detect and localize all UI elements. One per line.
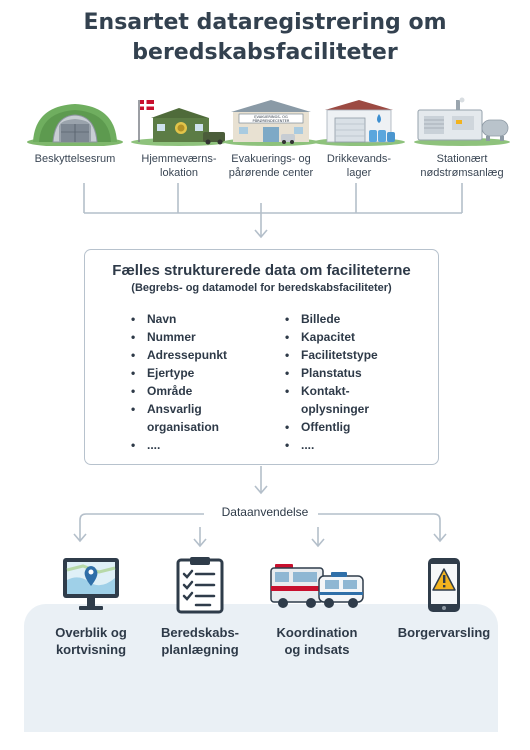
facility-label: Hjemmeværns- lokation (141, 153, 217, 179)
data-box-title: Fælles strukturerede data om faciliteter… (112, 262, 411, 279)
bunker-icon (27, 104, 123, 146)
data-field: Facilitetstype (285, 346, 378, 364)
usage-item-label: Borgervarsling (397, 625, 491, 640)
data-field: Kontakt- oplysninger (285, 382, 378, 418)
data-box-subtitle: (Begrebs- og datamodel for beredskabsfac… (131, 282, 392, 294)
usage-label: Dataanvendelse (221, 505, 309, 519)
usage-panel (24, 604, 498, 732)
facility-beskyttelsesrum: Beskyttelsesrum (24, 96, 126, 166)
data-field: Område (131, 382, 227, 400)
data-field: Navn (131, 310, 227, 328)
generator-icon (414, 97, 510, 146)
emergency-vehicles-icon (270, 564, 364, 608)
center-sign-line-2: PÅRØRENDECENTER (253, 118, 290, 123)
checklist-clipboard-icon (176, 557, 224, 614)
data-field: Ansvarlig organisation (131, 400, 227, 436)
home-guard-building-icon (131, 100, 227, 146)
usage-item-label: Overblik og kortvisning (55, 625, 127, 657)
data-field: Offentlig (285, 418, 378, 436)
data-field: Ejertype (131, 364, 227, 382)
data-field: Nummer (131, 328, 227, 346)
data-field: .... (285, 436, 378, 454)
facility-label: Drikkevands- lager (326, 153, 392, 179)
evacuation-center-icon: EVAKUERINGS- OG PÅRØRENDECENTER (223, 100, 319, 146)
facility-evakueringscenter: EVAKUERINGS- OG PÅRØRENDECENTER Evakueri… (215, 96, 327, 180)
data-field: Kapacitet (285, 328, 378, 346)
facility-label: Stationært nødstrømsanlæg (420, 153, 504, 179)
facility-hjemmevaernslokation: Hjemmeværns- lokation (128, 96, 230, 180)
map-monitor-icon (63, 558, 119, 610)
title-line-1: Ensartet dataregistrering om (83, 10, 447, 35)
usage-koordination: Koordination og indsats (258, 556, 376, 658)
data-field: Billede (285, 310, 378, 328)
title-line-2: beredskabsfaciliteter (132, 40, 398, 65)
data-field: Adressepunkt (131, 346, 227, 364)
water-storage-icon (313, 100, 405, 146)
data-fields-right: Billede Kapacitet Facilitetstype Plansta… (285, 310, 378, 454)
phone-warning-icon (428, 558, 460, 612)
facility-noedstroemsanlaeg: Stationært nødstrømsanlæg (411, 96, 513, 180)
usage-borgervarsling: Borgervarsling (384, 556, 504, 641)
data-fields-left: Navn Nummer Adressepunkt Ejertype Område… (131, 310, 227, 454)
usage-item-label: Beredskabs- planlægning (160, 625, 240, 657)
data-field: .... (131, 436, 227, 454)
data-model-box: Fælles strukturerede data om faciliteter… (84, 249, 439, 465)
facility-label: Beskyttelsesrum (34, 153, 116, 165)
facility-drikkevandslager: Drikkevands- lager (308, 96, 410, 180)
facility-label: Evakuerings- og pårørende center (228, 153, 314, 179)
usage-planlaegning: Beredskabs- planlægning (145, 556, 255, 658)
data-field: Planstatus (285, 364, 378, 382)
center-sign-line-1: EVAKUERINGS- OG (254, 115, 288, 119)
page-title: Ensartet dataregistrering om beredskabsf… (0, 8, 530, 68)
usage-overblik: Overblik og kortvisning (36, 556, 146, 658)
usage-item-label: Koordination og indsats (276, 625, 358, 657)
